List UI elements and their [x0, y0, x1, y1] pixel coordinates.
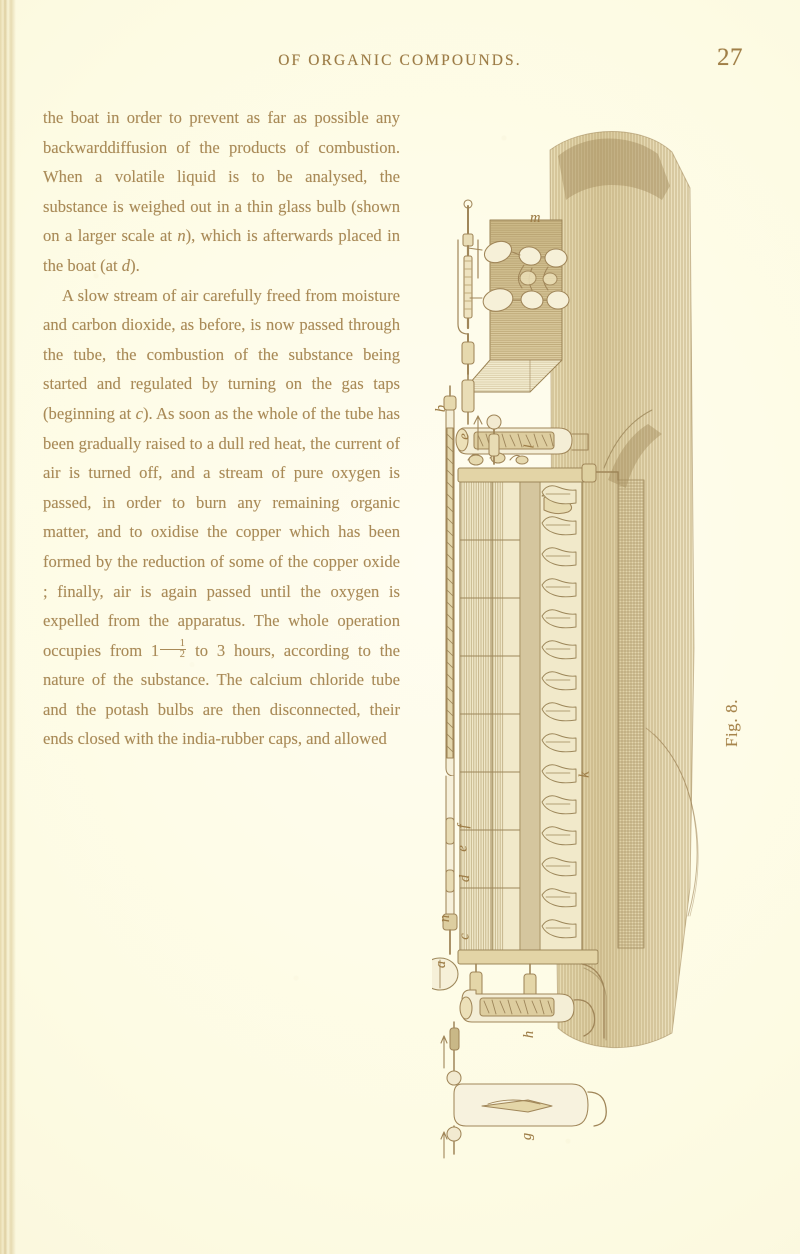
paragraph-2: A slow stream of air carefully freed fro… — [43, 281, 758, 755]
reference-letter-c: c — [135, 403, 143, 423]
body-text-column: the boat in order to prevent as far as p… — [43, 103, 758, 1149]
paragraph-2-pre: A slow stream of air carefully freed fro… — [43, 285, 400, 423]
paragraph-1-pre: diffusion of the products of combustion.… — [43, 137, 400, 246]
paragraph-2-post: to 3 hours, according to the nature of t… — [43, 640, 401, 749]
fraction-denominator: 2 — [179, 649, 185, 661]
binding-gutter-shading — [0, 0, 16, 1254]
page-title: OF ORGANIC COMPOUNDS. — [278, 52, 522, 69]
paragraph-1-head: the boat in order to prevent as far as p… — [43, 108, 400, 157]
paragraph-1-post: ). — [130, 255, 140, 275]
paragraph-2-mid: ). As soon as the whole of the tube has … — [43, 403, 400, 660]
paragraph-1: the boat in order to prevent as far as p… — [43, 103, 758, 281]
paragraph-1-mid: ), which is afterwards placed in the boa… — [43, 226, 401, 275]
mixed-number-whole: 1 — [150, 640, 160, 660]
figure-float-placeholder — [400, 129, 758, 1149]
page-number: 27 — [717, 44, 743, 71]
reference-letter-d: d — [121, 255, 131, 275]
reference-letter-n: n — [177, 226, 186, 246]
running-header: OF ORGANIC COMPOUNDS. 27 — [0, 44, 800, 80]
fraction-numerator: 1 — [159, 638, 186, 651]
